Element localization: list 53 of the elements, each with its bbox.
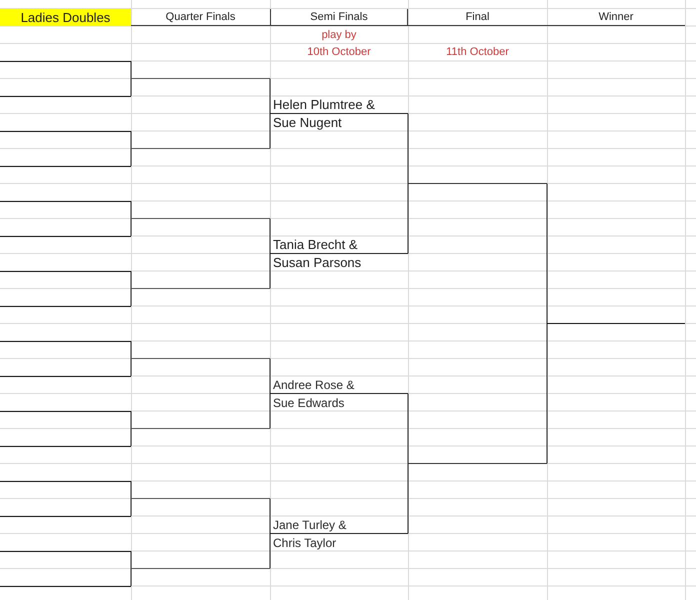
bracket-connector [130, 148, 132, 166]
player-names: Tania Brecht & [273, 237, 358, 253]
bracket-line [408, 463, 547, 464]
bracket-connector [130, 218, 132, 236]
bracket-connector [130, 550, 132, 569]
bracket-line [0, 550, 131, 552]
player-names: Susan Parsons [273, 255, 362, 271]
bracket-line [0, 480, 131, 482]
bracket-line [131, 358, 270, 359]
bracket-line [0, 130, 131, 132]
bracket-line [131, 498, 270, 499]
player-names: Sue Edwards [273, 395, 344, 411]
player-names: Jane Turley & [273, 517, 346, 533]
date-note: play by [320, 28, 358, 42]
bracket-connector [546, 183, 548, 324]
player-names: Chris Taylor [273, 535, 336, 551]
date-note: 10th October [306, 45, 372, 60]
bracket-line [131, 428, 270, 429]
bracket-connector [130, 288, 132, 306]
column-header: Winner [547, 8, 685, 26]
bracket-connector [130, 60, 132, 79]
player-names: Helen Plumtree & [273, 97, 375, 113]
bracket-line [131, 568, 270, 569]
bracket-line [0, 340, 131, 342]
bracket-connector [130, 498, 132, 516]
bracket-connector [130, 270, 132, 289]
bracket-connector [130, 130, 132, 149]
column-header: Final [408, 8, 547, 26]
bracket-connector [130, 78, 132, 96]
title: Ladies Doubles [0, 8, 131, 26]
column-header: Quarter Finals [131, 8, 270, 26]
bracket-line [547, 323, 685, 324]
bracket-connector [130, 410, 132, 429]
bracket-connector [130, 428, 132, 446]
bracket-connector [130, 358, 132, 376]
bracket-connector [130, 480, 132, 499]
player-names: Andree Rose & [273, 377, 354, 393]
bracket-line [0, 410, 131, 412]
bracket-line [0, 200, 131, 202]
bracket-line [131, 148, 270, 149]
date-note: 11th October [445, 45, 510, 60]
column-header: Semi Finals [270, 8, 408, 26]
bracket-line [0, 270, 131, 272]
bracket-line [131, 78, 270, 79]
bracket-connector [130, 568, 132, 586]
bracket-line [131, 288, 270, 289]
bracket-line [408, 183, 547, 184]
bracket-line [0, 60, 131, 62]
bracket-line [131, 218, 270, 219]
player-names: Sue Nugent [273, 115, 342, 131]
bracket-connector [130, 340, 132, 359]
bracket-connector [546, 323, 548, 464]
bracket-connector [130, 200, 132, 219]
